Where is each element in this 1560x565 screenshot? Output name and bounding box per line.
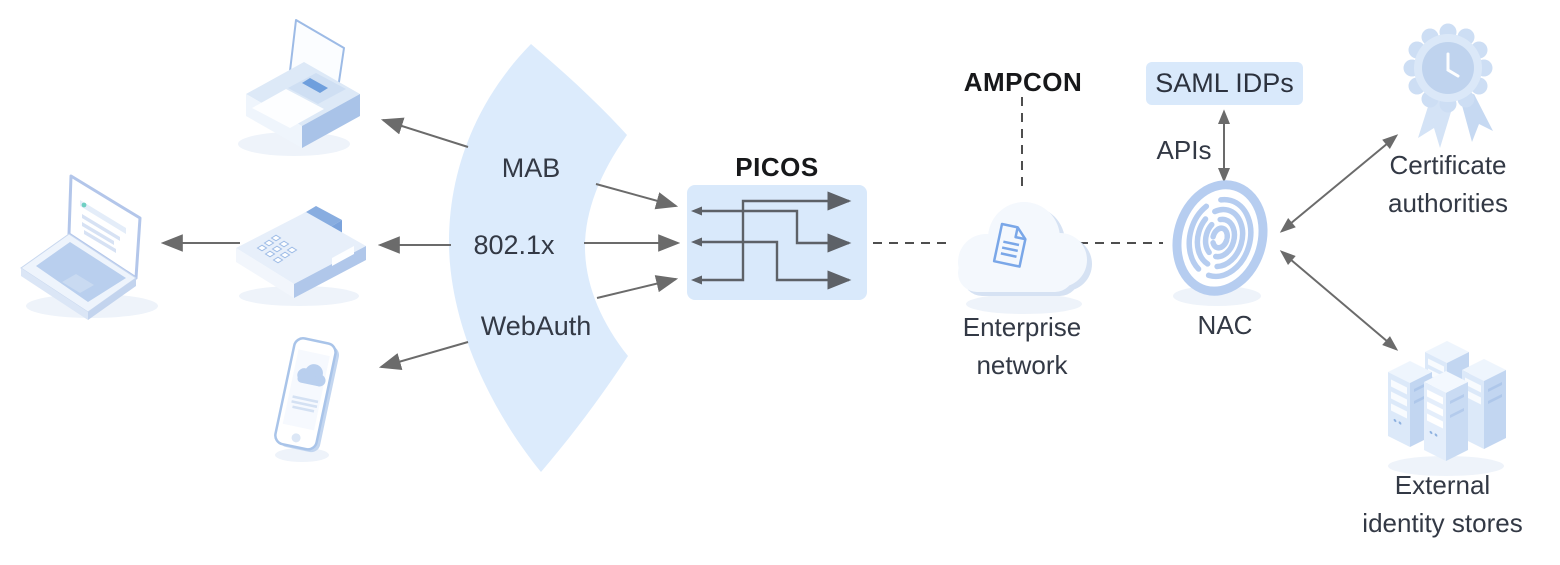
fingerprint-scan-icon — [1162, 176, 1282, 308]
switch-fabric-icon — [691, 191, 852, 290]
saml-idps-box: SAML IDPs — [1146, 62, 1303, 105]
arrow-lens-printer — [380, 117, 469, 148]
enterprise-network-label: Enterprise network — [962, 312, 1082, 380]
arrow-lens-picos-1 — [595, 183, 679, 210]
dashed-links — [873, 97, 1163, 244]
arrow-nac-ca — [1289, 142, 1389, 225]
cloud-icon — [942, 184, 1102, 316]
award-ribbon-icon — [1396, 10, 1504, 158]
arrows — [160, 117, 681, 370]
server-stack-icon — [1380, 338, 1512, 476]
fax-icon — [228, 196, 370, 308]
auth-lens-shape — [449, 44, 628, 472]
dot1x-label: 802.1x — [473, 230, 555, 260]
laptop-icon — [14, 174, 169, 322]
webauth-label: WebAuth — [480, 311, 592, 341]
double-arrows — [1218, 109, 1399, 351]
ampcon-title: AMPCON — [963, 67, 1083, 97]
mab-label: MAB — [501, 153, 561, 183]
saml-idps-label: SAML IDPs — [1155, 68, 1294, 98]
smartphone-icon — [270, 336, 342, 464]
apis-label: APIs — [1156, 135, 1212, 165]
picos-switch-box — [687, 185, 867, 300]
certificate-authorities-label: Certificate authorities — [1388, 150, 1508, 218]
printer-icon — [230, 16, 370, 161]
external-identity-stores-label: External identity stores — [1362, 470, 1523, 538]
nac-label: NAC — [1197, 310, 1253, 340]
arrow-lens-phone — [378, 341, 469, 370]
arrow-lens-picos-3 — [596, 275, 679, 299]
arrow-nac-stores — [1289, 258, 1389, 343]
picos-title: PICOS — [735, 152, 819, 182]
